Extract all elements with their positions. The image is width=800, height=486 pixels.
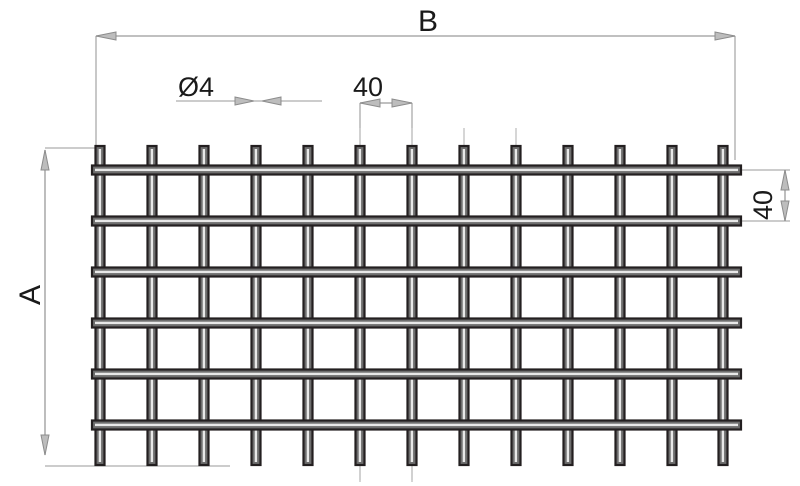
dimension-diameter: Ø4 [178,72,282,106]
dimension-a: A [14,149,50,456]
a-arrow-bottom [40,434,50,456]
vertical-wires-group [94,128,729,482]
diameter-dimension-label: Ø4 [178,72,214,102]
dimension-vertical-pitch: 40 [748,169,790,222]
pitch-arrow-left [359,98,381,108]
dimension-horizontal-pitch: 40 [353,72,413,108]
vertical-wire [94,144,729,467]
horizontal-wires-group [90,164,743,431]
a-dimension-label: A [14,285,47,305]
diameter-arrow-left [234,96,255,106]
pitch-arrow-right [391,98,413,108]
a-arrow-top [40,149,50,171]
dimension-b: B [95,5,736,41]
b-arrow-right [714,31,736,41]
diameter-arrow-right [261,96,282,106]
vpitch-arrow-top [780,169,790,191]
b-arrow-left [95,31,117,41]
horizontal-wire [90,164,743,431]
vpitch-dimension-label: 40 [748,190,778,220]
vpitch-arrow-bottom [780,200,790,222]
pitch-dimension-label: 40 [353,72,383,102]
b-dimension-label: B [418,5,438,38]
